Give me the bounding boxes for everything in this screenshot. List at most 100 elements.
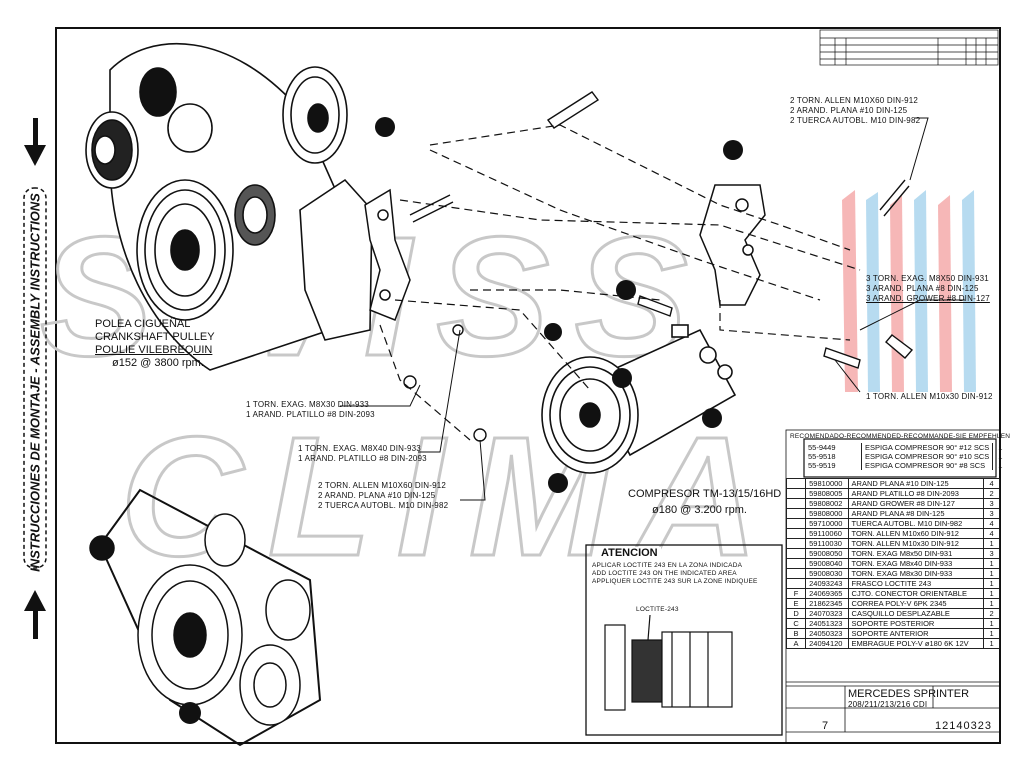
- attention-line-en: ADD LOCTITE 243 ON THE INDICATED AREA: [592, 570, 737, 577]
- recommended-desc: ESPIGA COMPRESOR 90° #8 SCS: [860, 461, 994, 470]
- callout-left-a-1: 1 TORN. EXAG. M8X30 DIN-933: [246, 400, 369, 409]
- part-pos: [785, 508, 807, 519]
- part-code: 59808000: [805, 508, 849, 519]
- part-qty: 3: [983, 548, 1000, 559]
- callout-top-right-1: 2 TORN. ALLEN M10X60 DIN-912: [790, 96, 919, 105]
- part-pos: E: [785, 598, 807, 609]
- part-desc: CORREA POLY-V 6PK 2345: [847, 598, 985, 609]
- part-desc: TORN. ALLEN M10x60 DIN-912: [847, 528, 985, 539]
- part-desc: FRASCO LOCTITE 243: [847, 578, 985, 589]
- part-desc: ARAND PLATILLO #8 DIN-2093: [847, 488, 985, 499]
- down-arrow-icon: [24, 118, 46, 166]
- part-desc: CJTO. CONECTOR ORIENTABLE: [847, 588, 985, 599]
- part-code: 59110030: [805, 538, 849, 549]
- part-pos: [785, 478, 807, 489]
- recommended-table: 55-9449 ESPIGA COMPRESOR 90° #12 SCS 1 5…: [805, 443, 1007, 470]
- part-code: 59808002: [805, 498, 849, 509]
- part-code: 59810000: [805, 478, 849, 489]
- part-code: 24093243: [805, 578, 849, 589]
- loctite-label: LOCTITE-243: [636, 606, 679, 613]
- crankshaft-label-fr: POULIE VILEBREQUIN: [95, 344, 213, 356]
- part-code: 21862345: [805, 598, 849, 609]
- drawing-number: 12140323: [935, 720, 992, 732]
- part-code: 59710000: [805, 518, 849, 529]
- part-desc: SOPORTE POSTERIOR: [847, 618, 985, 629]
- compressor-name: COMPRESOR TM-13/15/16HD: [628, 488, 782, 500]
- attention-line-es: APLICAR LOCTITE 243 EN LA ZONA INDICADA: [592, 562, 743, 569]
- callout-top-right-3: 2 TUERCA AUTOBL. M10 DIN-982: [790, 116, 921, 125]
- part-pos: F: [785, 588, 807, 599]
- callout-center-3: 2 TUERCA AUTOBL. M10 DIN-982: [318, 501, 449, 510]
- part-pos: [785, 528, 807, 539]
- recommended-code: 55-9518: [808, 452, 836, 461]
- part-qty: 2: [983, 488, 1000, 499]
- part-pos: [785, 548, 807, 559]
- sidebar-title: INSTRUCCIONES DE MONTAJE - ASSEMBLY INST…: [27, 193, 43, 572]
- recommended-code: 55-9449: [808, 443, 836, 452]
- table-row: 55-9449 ESPIGA COMPRESOR 90° #12 SCS 1: [805, 443, 1007, 452]
- recommended-qty: 1: [998, 461, 1003, 470]
- part-pos: [785, 558, 807, 569]
- compressor: [541, 324, 737, 474]
- attention-title: ATENCION: [598, 547, 661, 559]
- callout-dots: [179, 117, 743, 724]
- part-desc: TORN. EXAG M8x40 DIN-933: [847, 558, 985, 569]
- crankshaft-label-es: POLEA CIGUEÑAL: [95, 318, 191, 330]
- table-row: 55-9519 ESPIGA COMPRESOR 90° #8 SCS 1: [805, 461, 1007, 470]
- recommended-desc: ESPIGA COMPRESOR 90° #12 SCS: [860, 443, 994, 452]
- part-pos: [785, 498, 807, 509]
- part-qty: 1: [983, 538, 1000, 549]
- part-pos: [785, 578, 807, 589]
- leader-lines: [340, 117, 965, 501]
- part-code: 24069365: [805, 588, 849, 599]
- loctite-detail: [604, 614, 733, 711]
- part-code: 24051323: [805, 618, 849, 629]
- recommended-desc: ESPIGA COMPRESOR 90° #10 SCS: [860, 452, 994, 461]
- part-desc: SOPORTE ANTERIOR: [847, 628, 985, 639]
- part-code: 59110060: [805, 528, 849, 539]
- part-pos: B: [785, 628, 807, 639]
- part-desc: CASQUILLO DESPLAZABLE: [847, 608, 985, 619]
- part-pos: [785, 568, 807, 579]
- part-qty: 3: [983, 498, 1000, 509]
- attention-line-fr: APPLIQUER LOCTITE 243 SUR LA ZONE INDIQU…: [592, 578, 758, 585]
- part-code: 24050323: [805, 628, 849, 639]
- callout-top-right-2: 2 ARAND. PLANA #10 DIN-125: [790, 106, 908, 115]
- part-qty: 1: [983, 628, 1000, 639]
- part-desc: ARAND GROWER #8 DIN-127: [847, 498, 985, 509]
- recommended-qty: 1: [998, 452, 1003, 461]
- part-code: 59008040: [805, 558, 849, 569]
- part-qty: 1: [983, 568, 1000, 579]
- recommended-code: 55-9519: [808, 461, 836, 470]
- part-desc: TORN. EXAG M8x50 DIN-931: [847, 548, 985, 559]
- part-qty: 1: [983, 558, 1000, 569]
- revision-table: [819, 29, 999, 66]
- crankshaft-pulley-assembly: [85, 43, 373, 371]
- part-desc: TORN. EXAG M8x30 DIN-933: [847, 568, 985, 579]
- callout-left-b-1: 1 TORN. EXAG. M8X40 DIN-933: [298, 444, 421, 453]
- vehicle-name: MERCEDES SPRINTER: [848, 688, 970, 700]
- part-qty: 1: [983, 588, 1000, 599]
- part-pos: [785, 538, 807, 549]
- part-code: 24070323: [805, 608, 849, 619]
- belt-routing-diagram: [89, 488, 322, 747]
- callout-lower-right-1: 1 TORN. ALLEN M10x30 DIN-912: [866, 392, 993, 401]
- crankshaft-spec: ø152 @ 3800 rpm.: [112, 357, 204, 369]
- part-desc: EMBRAGUE POLY-V ø180 6K 12V: [847, 638, 985, 649]
- part-code: 59008030: [805, 568, 849, 579]
- part-pos: [785, 518, 807, 529]
- recommended-qty: 1: [998, 443, 1003, 452]
- part-qty: 4: [983, 478, 1000, 489]
